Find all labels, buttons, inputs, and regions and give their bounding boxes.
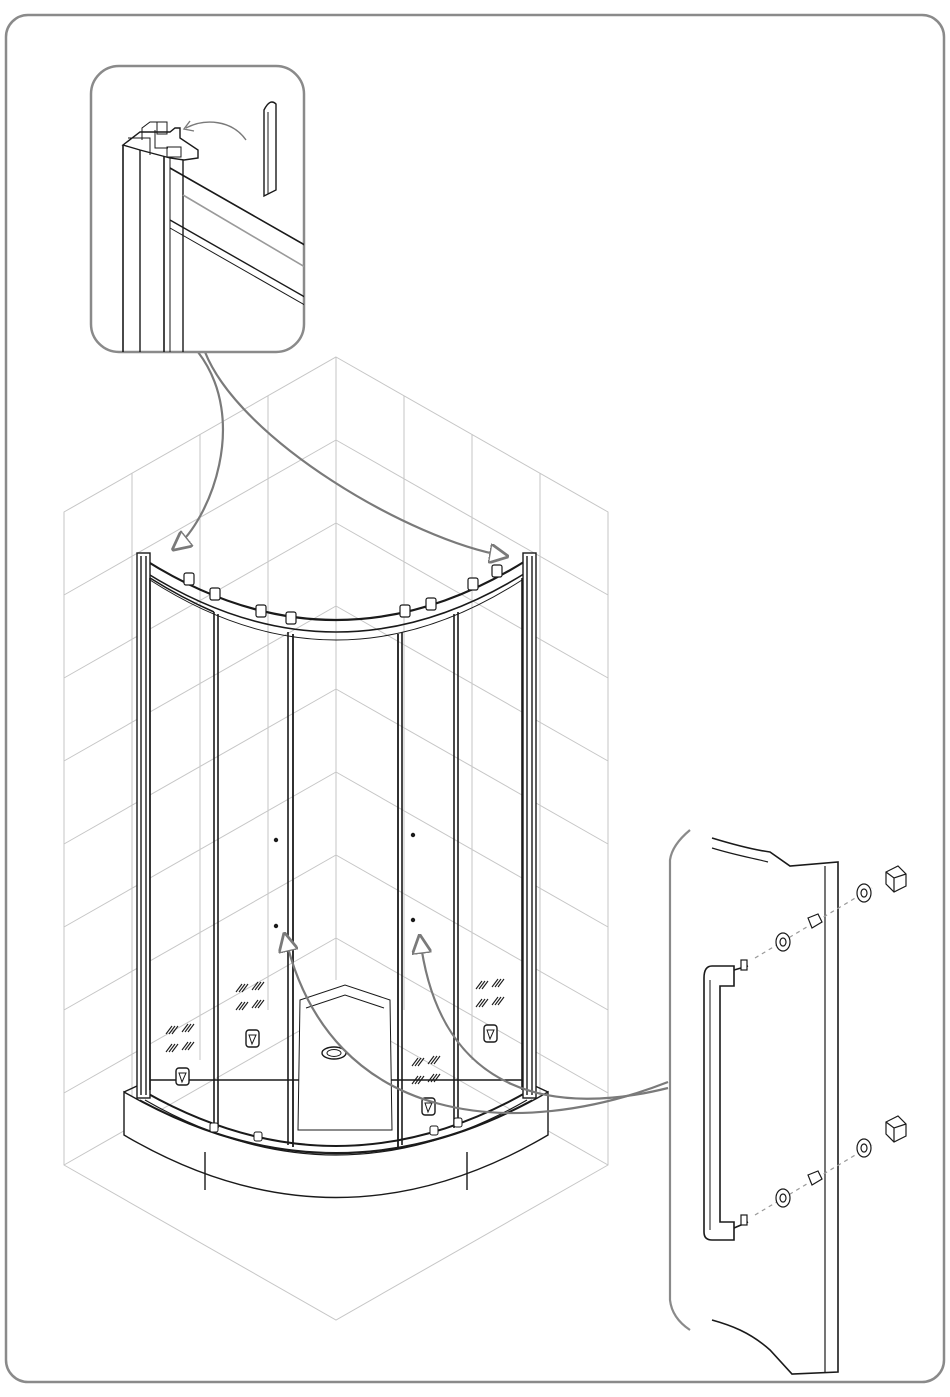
washer-icon <box>857 884 871 902</box>
right-sliding-door <box>398 614 454 1147</box>
curved-arrow-icon <box>175 352 668 1113</box>
handle-holes <box>274 833 415 928</box>
washer-icon <box>857 1139 871 1157</box>
shower-tray <box>124 985 548 1198</box>
right-wall-profile <box>523 553 536 1098</box>
left-wall-profile <box>137 553 150 1098</box>
washer-icon <box>776 933 790 951</box>
right-fixed-panel <box>454 578 522 1127</box>
corner-profile-detail <box>91 66 310 360</box>
handle-assembly-detail <box>670 830 906 1374</box>
cap-icon <box>886 866 906 892</box>
cap-icon <box>886 1116 906 1142</box>
washer-icon <box>776 1189 790 1207</box>
left-fixed-panel <box>150 578 218 1127</box>
left-sliding-door <box>218 614 293 1147</box>
